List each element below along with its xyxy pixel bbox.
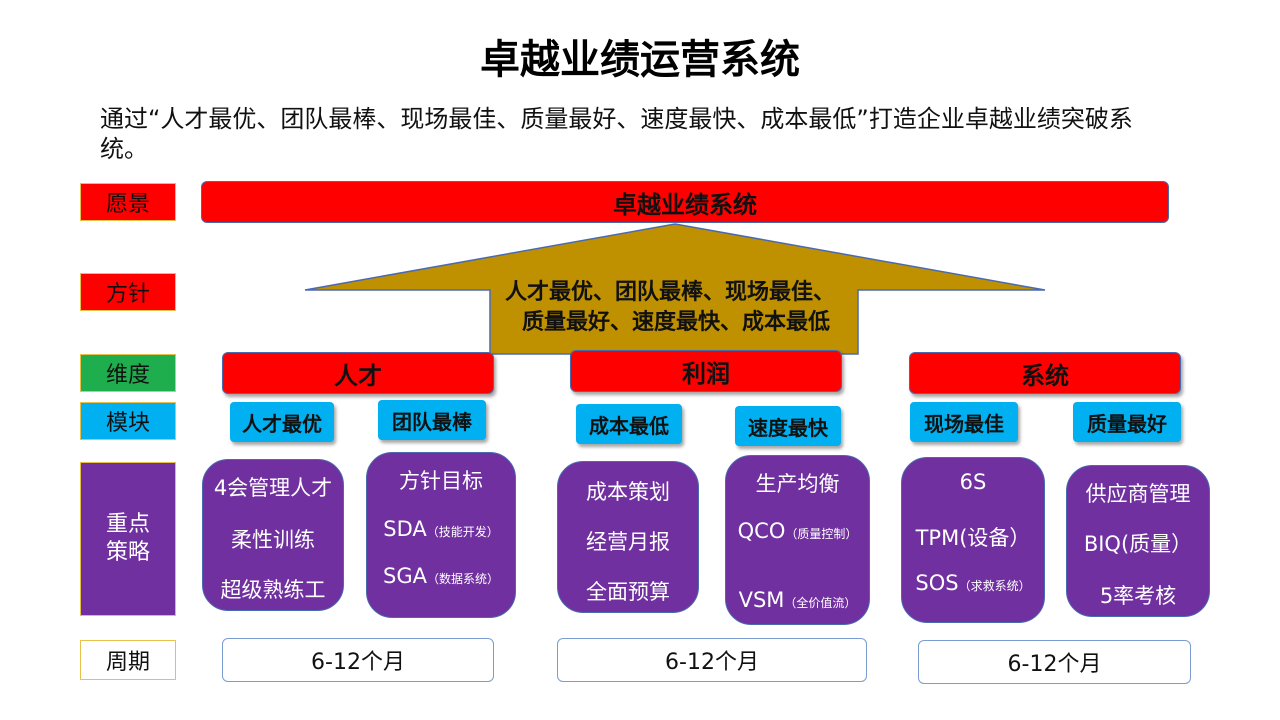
vision-bar: 卓越业绩系统 bbox=[201, 181, 1169, 223]
strategy-item-note: （求救系统） bbox=[958, 579, 1031, 593]
strategy-item-main: SDA bbox=[383, 517, 427, 541]
strategy-item: SDA（技能开发） bbox=[367, 517, 515, 541]
row-label-policy: 方针 bbox=[80, 273, 176, 311]
strategy-item: 成本策划 bbox=[586, 480, 670, 504]
strategy-box-site: 6S TPM(设备） SOS（求救系统） bbox=[901, 457, 1045, 623]
strategy-item: 5率考核 bbox=[1099, 584, 1177, 608]
strategy-item: 方针目标 bbox=[399, 469, 483, 493]
strategy-item-main: VSM bbox=[738, 588, 785, 612]
strategy-item: VSM（全价值流） bbox=[726, 588, 869, 612]
strategy-box-cost: 成本策划 经营月报 全面预算 bbox=[557, 461, 699, 613]
strategy-item: SOS（求救系统） bbox=[902, 572, 1044, 597]
strategy-box-team: 方针目标 SDA（技能开发） SGA（数据系统） bbox=[366, 452, 516, 618]
strategy-item: SGA（数据系统） bbox=[367, 565, 515, 590]
period-box-profit: 6-12个月 bbox=[557, 638, 867, 682]
strategy-item: 4会管理人才 bbox=[213, 476, 333, 500]
strategy-item-note: （技能开发） bbox=[426, 525, 499, 539]
module-speed-fastest: 速度最快 bbox=[735, 406, 841, 446]
period-box-talent: 6-12个月 bbox=[222, 638, 494, 682]
module-talent-best: 人才最优 bbox=[230, 402, 334, 442]
row-label-module: 模块 bbox=[80, 402, 176, 440]
policy-line-1: 人才最优、团队最棒、现场最佳、 bbox=[504, 280, 835, 305]
strategy-item: 6S bbox=[959, 470, 987, 494]
strategy-item: 供应商管理 bbox=[1085, 482, 1191, 506]
row-label-dimension: 维度 bbox=[80, 354, 176, 392]
strategy-box-speed: 生产均衡 QCO（质量控制） VSM（全价值流） bbox=[725, 455, 870, 625]
period-box-system: 6-12个月 bbox=[918, 640, 1191, 684]
strategy-item-main: QCO bbox=[737, 519, 786, 543]
strategy-item-main: SOS bbox=[915, 571, 959, 595]
module-quality-best: 质量最好 bbox=[1073, 402, 1181, 442]
module-cost-lowest: 成本最低 bbox=[576, 404, 682, 444]
strategy-item-note: （数据系统） bbox=[426, 572, 499, 586]
row-label-period: 周期 bbox=[80, 640, 176, 680]
strategy-item: QCO（质量控制） bbox=[726, 520, 869, 545]
strategy-item: 全面预算 bbox=[586, 580, 670, 604]
strategy-item: 柔性训练 bbox=[231, 528, 315, 552]
strategy-item: BIQ(质量） bbox=[1083, 532, 1193, 556]
intro-text: 通过“人才最优、团队最棒、现场最佳、质量最好、速度最快、成本最低”打造企业卓越业… bbox=[100, 105, 1133, 163]
policy-text: 人才最优、团队最棒、现场最佳、 质量最好、速度最快、成本最低 bbox=[470, 278, 870, 338]
strategy-item: 超级熟练工 bbox=[220, 578, 326, 602]
strategy-item: 生产均衡 bbox=[755, 472, 840, 496]
strategy-box-talent: 4会管理人才 柔性训练 超级熟练工 bbox=[202, 459, 344, 611]
strategy-box-quality: 供应商管理 BIQ(质量） 5率考核 bbox=[1066, 465, 1210, 617]
strategy-item-note: （质量控制） bbox=[785, 527, 858, 541]
dimension-talent: 人才 bbox=[222, 352, 494, 394]
dimension-system: 系统 bbox=[909, 352, 1181, 394]
module-site-best: 现场最佳 bbox=[910, 402, 1018, 442]
policy-line-2: 质量最好、速度最快、成本最低 bbox=[521, 310, 830, 335]
module-team-best: 团队最棒 bbox=[378, 400, 486, 440]
strategy-item-main: SGA bbox=[383, 564, 427, 588]
strategy-item: 经营月报 bbox=[586, 530, 670, 554]
page-title: 卓越业绩运营系统 bbox=[480, 37, 800, 83]
row-label-vision: 愿景 bbox=[80, 183, 176, 221]
row-label-strategy: 重点策略 bbox=[80, 462, 176, 616]
strategy-item-note: （全价值流） bbox=[784, 596, 857, 610]
strategy-item: TPM(设备） bbox=[915, 526, 1031, 550]
dimension-profit: 利润 bbox=[570, 350, 842, 392]
